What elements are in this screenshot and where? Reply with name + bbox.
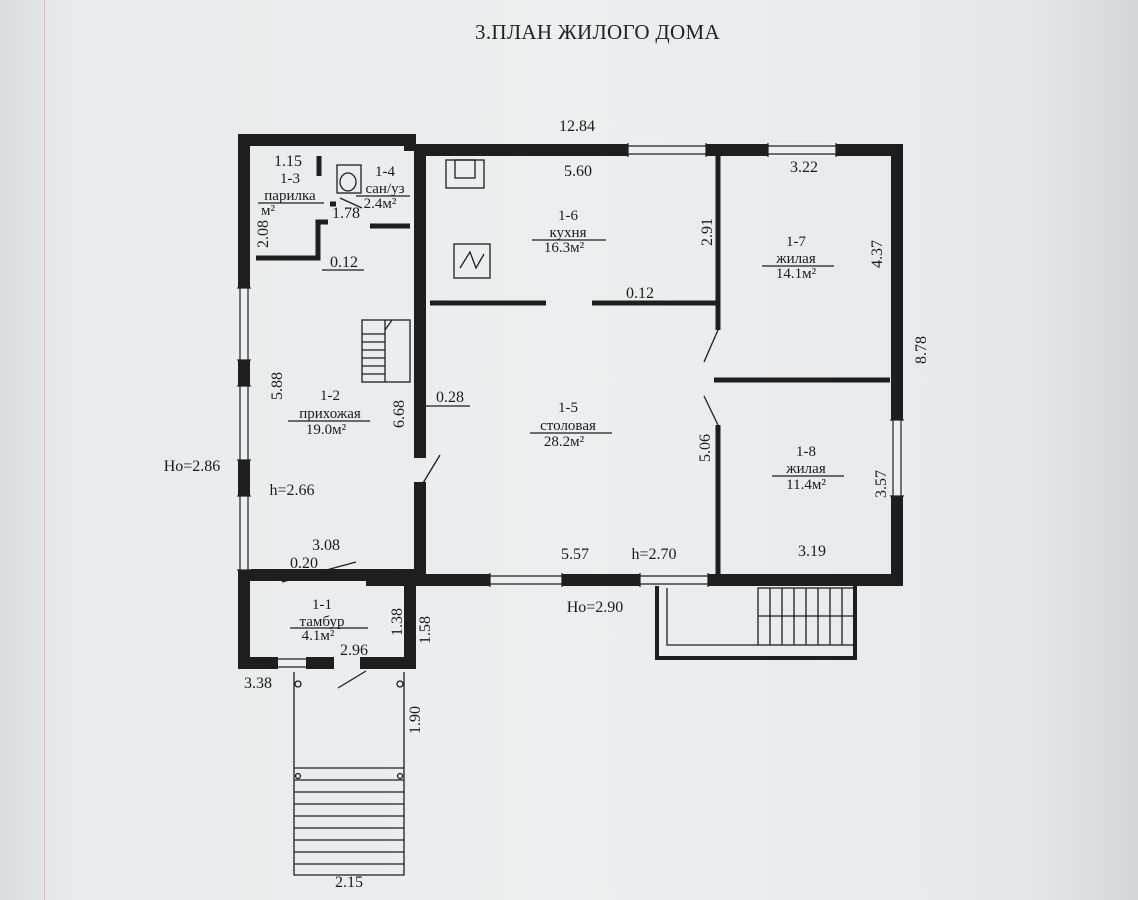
exterior-walls <box>238 134 903 669</box>
level-h-dining: h=2.70 <box>631 546 676 563</box>
room-number: 1-5 <box>558 400 578 416</box>
room-1-7: 1-7 жилая 14.1м² <box>762 234 834 282</box>
room-number: 1-1 <box>312 597 332 613</box>
dim-bath-width: 1.78 <box>332 205 360 222</box>
room-area: 19.0м² <box>306 422 347 438</box>
dim-porch-width: 2.15 <box>335 874 363 891</box>
room-number: 1-4 <box>375 164 395 180</box>
room-name: жилая <box>785 461 826 477</box>
page-margin-line <box>44 0 45 900</box>
dim-room18-height: 3.57 <box>873 470 890 498</box>
partitions <box>256 156 890 575</box>
dim-kitchen-width: 5.60 <box>564 163 592 180</box>
terrace <box>655 586 857 660</box>
room-area: 11.4м² <box>786 477 826 493</box>
room-labels: 1-1 тамбур 4.1м² 1-2 прихожая 19.0м² 1-3… <box>258 164 844 644</box>
room-area: 2.4м² <box>364 196 397 212</box>
dim-hall-height2: 6.68 <box>391 400 408 428</box>
fixtures <box>336 159 491 383</box>
room-name: столовая <box>540 418 596 434</box>
room-number: 1-6 <box>558 208 578 224</box>
room-1-2: 1-2 прихожая 19.0м² <box>288 388 370 438</box>
entrance-porch <box>293 672 405 876</box>
level-ho-left: Hо=2.86 <box>164 458 221 475</box>
room-1-8: 1-8 жилая 11.4м² <box>772 444 844 493</box>
room-1-1: 1-1 тамбур 4.1м² <box>290 597 368 644</box>
dim-sauna-width: 1.15 <box>274 153 302 170</box>
level-ho-bottom: Hо=2.90 <box>567 599 624 616</box>
room-area: м² <box>261 203 275 219</box>
dim-room17-width: 3.22 <box>790 159 818 176</box>
room-number: 1-7 <box>786 234 806 250</box>
room-name: жилая <box>775 251 816 267</box>
windows <box>237 143 904 670</box>
dimension-labels: 12.84 5.60 3.22 8.78 4.37 3.57 3.19 5.57… <box>244 118 930 891</box>
stove-icon <box>445 159 485 189</box>
entrance-steps-icon <box>294 767 404 865</box>
room-1-5: 1-5 столовая 28.2м² <box>530 400 612 450</box>
plan-title: 3.ПЛАН ЖИЛОГО ДОМА <box>475 20 720 44</box>
dim-room18-width: 3.19 <box>798 543 826 560</box>
toilet-icon <box>336 164 362 194</box>
dim-sauna-wall: 0.12 <box>330 254 358 271</box>
dim-hall-wall: 0.28 <box>436 389 464 406</box>
room-name: прихожая <box>299 406 361 422</box>
level-marks: Hо=2.86 Hо=2.90 h=2.66 h=2.70 <box>164 458 677 616</box>
room-1-4: 1-4 сан/уз 2.4м² <box>356 164 410 212</box>
level-h-hall: h=2.66 <box>269 482 314 499</box>
room-1-6: 1-6 кухня 16.3м² <box>532 208 606 256</box>
dim-dining-width: 5.57 <box>561 546 589 563</box>
room-area: 14.1м² <box>776 266 817 282</box>
room-name: тамбур <box>300 614 345 630</box>
room-area: 16.3м² <box>544 240 585 256</box>
dim-dining-height: 5.06 <box>697 434 714 462</box>
dim-vest-outer-height: 1.58 <box>417 616 434 644</box>
dim-vest-height: 1.38 <box>389 608 406 636</box>
room-area: 28.2м² <box>544 434 585 450</box>
dim-porch-length: 1.90 <box>407 706 424 734</box>
dim-vest-outer-width: 3.38 <box>244 675 272 692</box>
boiler-icon <box>453 243 491 279</box>
dim-kitchen-height: 2.91 <box>699 218 716 246</box>
room-area: 4.1м² <box>302 628 335 644</box>
dim-vest-inner-width: 2.96 <box>340 642 368 659</box>
room-number: 1-2 <box>320 388 340 404</box>
room-number: 1-3 <box>280 171 300 187</box>
hall-staircase-icon <box>361 319 411 383</box>
room-name: парилка <box>264 188 316 204</box>
dim-vest-wall: 0.20 <box>290 555 318 572</box>
dim-overall-width: 12.84 <box>559 118 595 135</box>
dim-right-height: 8.78 <box>913 336 930 364</box>
terrace-steps-icon <box>757 587 855 646</box>
dim-kitchen-wall: 0.12 <box>626 285 654 302</box>
room-1-3: 1-3 парилка м² <box>258 171 324 219</box>
dim-sauna-height: 2.08 <box>255 220 272 248</box>
room-name: сан/уз <box>365 181 404 197</box>
room-number: 1-8 <box>796 444 816 460</box>
dim-hall-height: 5.88 <box>269 372 286 400</box>
dim-room17-height: 4.37 <box>869 240 886 268</box>
room-name: кухня <box>549 225 586 241</box>
dim-vest-top: 3.08 <box>312 537 340 554</box>
doors <box>281 197 719 689</box>
